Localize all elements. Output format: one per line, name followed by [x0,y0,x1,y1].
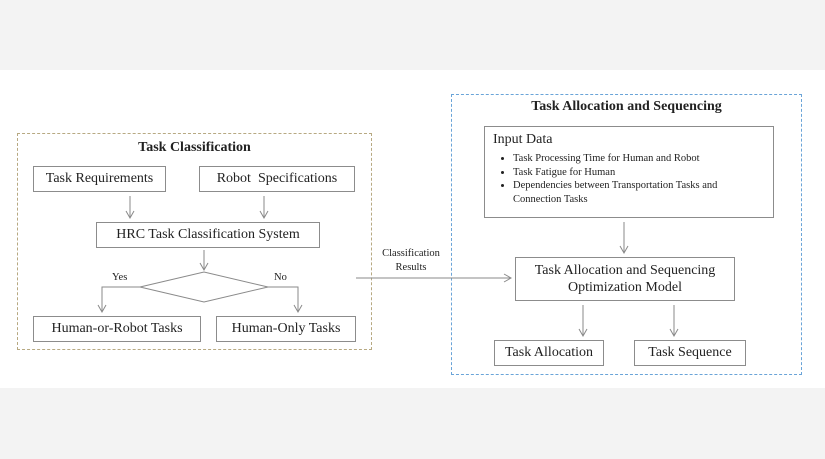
task-requirements-label: Task Requirements [45,171,154,187]
task-allocation-box: Task Allocation [494,340,604,366]
task-sequence-box: Task Sequence [634,340,746,366]
human-only-tasks-label: Human-Only Tasks [231,321,341,337]
optimization-model-box: Task Allocation and Sequencing Optimizat… [515,257,735,301]
task-sequence-label: Task Sequence [648,345,732,361]
robot-specifications-label: Robot Specifications [216,171,338,187]
hrc-system-box: HRC Task Classification System [96,222,320,248]
task-allocation-group: Task Allocation and Sequencing [451,94,802,375]
arrow-no-branch [268,286,303,314]
yes-label: Yes [112,272,128,283]
classification-results-line2: Results [395,261,427,273]
optimization-model-line1: Task Allocation and Sequencing [534,262,716,278]
input-item: Task Fatigue for Human [513,166,765,180]
classification-results-line1: Classification [382,248,440,259]
no-label: No [274,272,287,283]
robot-specifications-box: Robot Specifications [199,166,355,192]
input-data-title: Input Data [493,132,553,147]
classification-results-label: Classification Results [374,247,448,274]
task-classification-group: Task Classification [17,133,372,350]
task-classification-title: Task Classification [138,140,251,155]
human-or-robot-tasks-box: Human-or-Robot Tasks [33,316,201,342]
human-only-tasks-box: Human-Only Tasks [216,316,356,342]
input-data-list: Task Processing Time for Human and Robot… [493,152,765,207]
rps-decision-diamond [139,271,269,303]
task-allocation-label: Task Allocation [504,345,594,361]
optimization-model-line2: Optimization Model [568,280,682,295]
arrow-yes-branch [97,286,140,314]
input-data-box: Input Data Task Processing Time for Huma… [484,126,774,218]
task-requirements-box: Task Requirements [33,166,166,192]
task-allocation-title: Task Allocation and Sequencing [531,99,722,114]
input-item: Dependencies between Transportation Task… [513,179,765,206]
human-or-robot-tasks-label: Human-or-Robot Tasks [51,321,183,337]
hrc-system-label: HRC Task Classification System [116,227,300,243]
input-item: Task Processing Time for Human and Robot [513,152,765,166]
